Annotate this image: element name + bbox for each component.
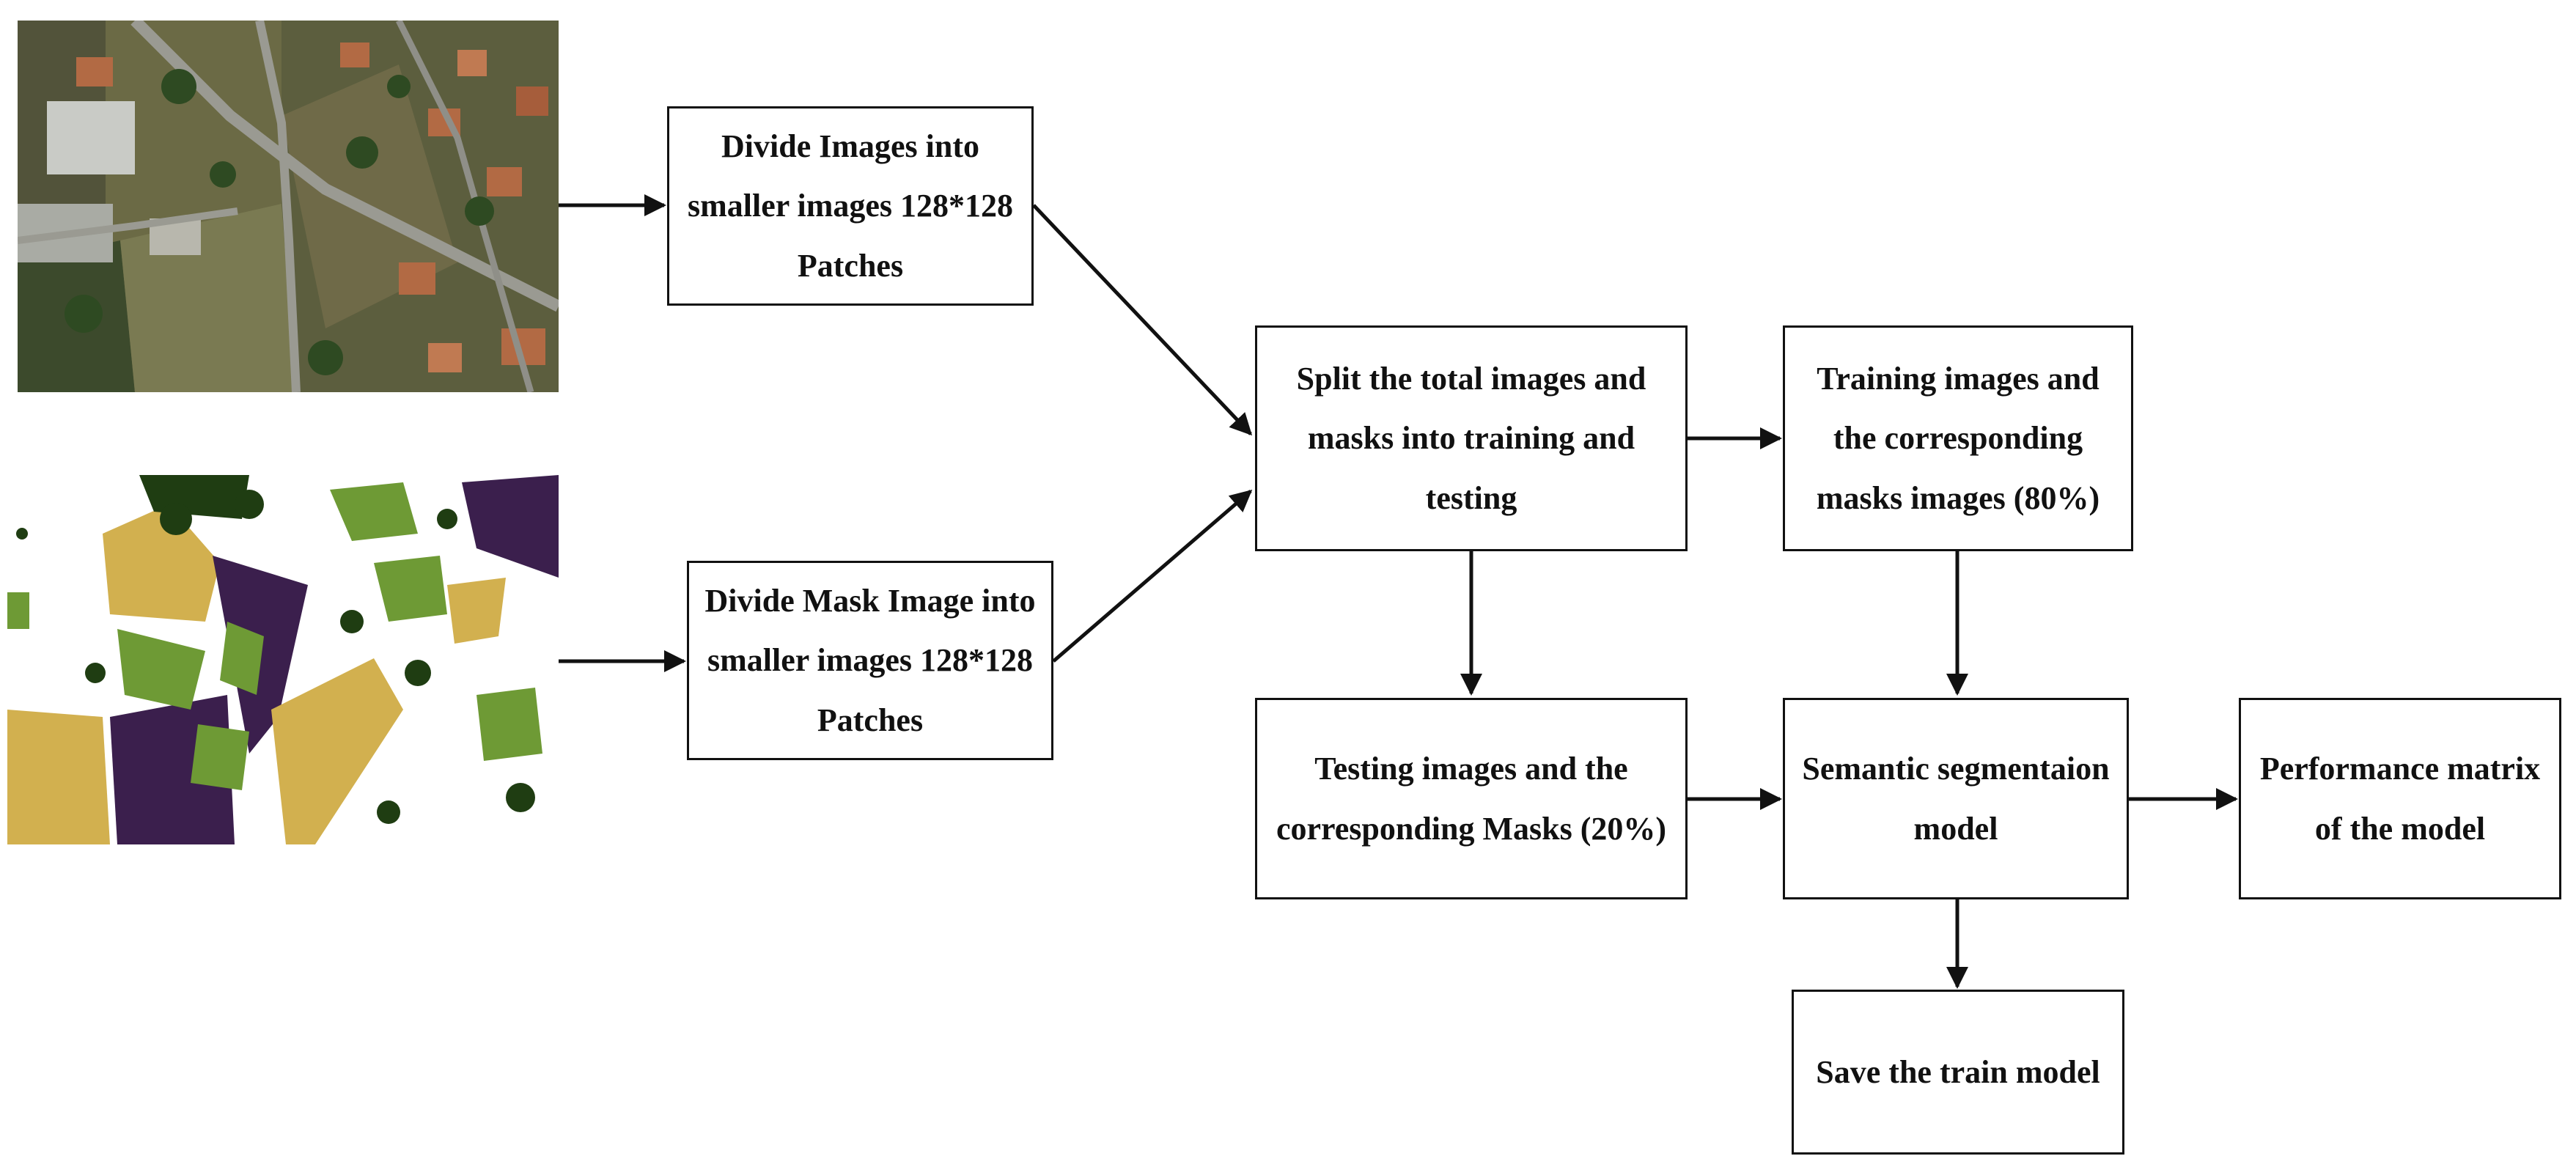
- divide-images-box: Divide Images into smaller images 128*12…: [667, 106, 1034, 306]
- divide-mask-box: Divide Mask Image into smaller images 12…: [687, 561, 1053, 760]
- save-model-box: Save the train model: [1792, 990, 2124, 1155]
- segmentation-mask-image: [7, 475, 559, 844]
- arrow-divide-images-to-split: [1032, 204, 1253, 436]
- divide-mask-label: Divide Mask Image into smaller images 12…: [704, 582, 1036, 738]
- arrow-divide-mask-to-split: [1052, 490, 1253, 663]
- segmentation-model-label: Semantic segmentaion model: [1802, 751, 2110, 847]
- satellite-photo-image: [18, 21, 559, 392]
- training-set-label: Training images and the corresponding ma…: [1816, 360, 2100, 516]
- performance-matrix-label: Performance matrix of the model: [2259, 751, 2541, 847]
- split-data-box: Split the total images and masks into tr…: [1255, 325, 1688, 551]
- testing-set-box: Testing images and the corresponding Mas…: [1255, 698, 1688, 899]
- split-data-label: Split the total images and masks into tr…: [1296, 360, 1646, 516]
- training-set-box: Training images and the corresponding ma…: [1783, 325, 2133, 551]
- divide-images-label: Divide Images into smaller images 128*12…: [687, 128, 1014, 284]
- save-model-label: Save the train model: [1816, 1053, 2100, 1090]
- testing-set-label: Testing images and the corresponding Mas…: [1276, 751, 1667, 847]
- performance-matrix-box: Performance matrix of the model: [2239, 698, 2561, 899]
- segmentation-model-box: Semantic segmentaion model: [1783, 698, 2129, 899]
